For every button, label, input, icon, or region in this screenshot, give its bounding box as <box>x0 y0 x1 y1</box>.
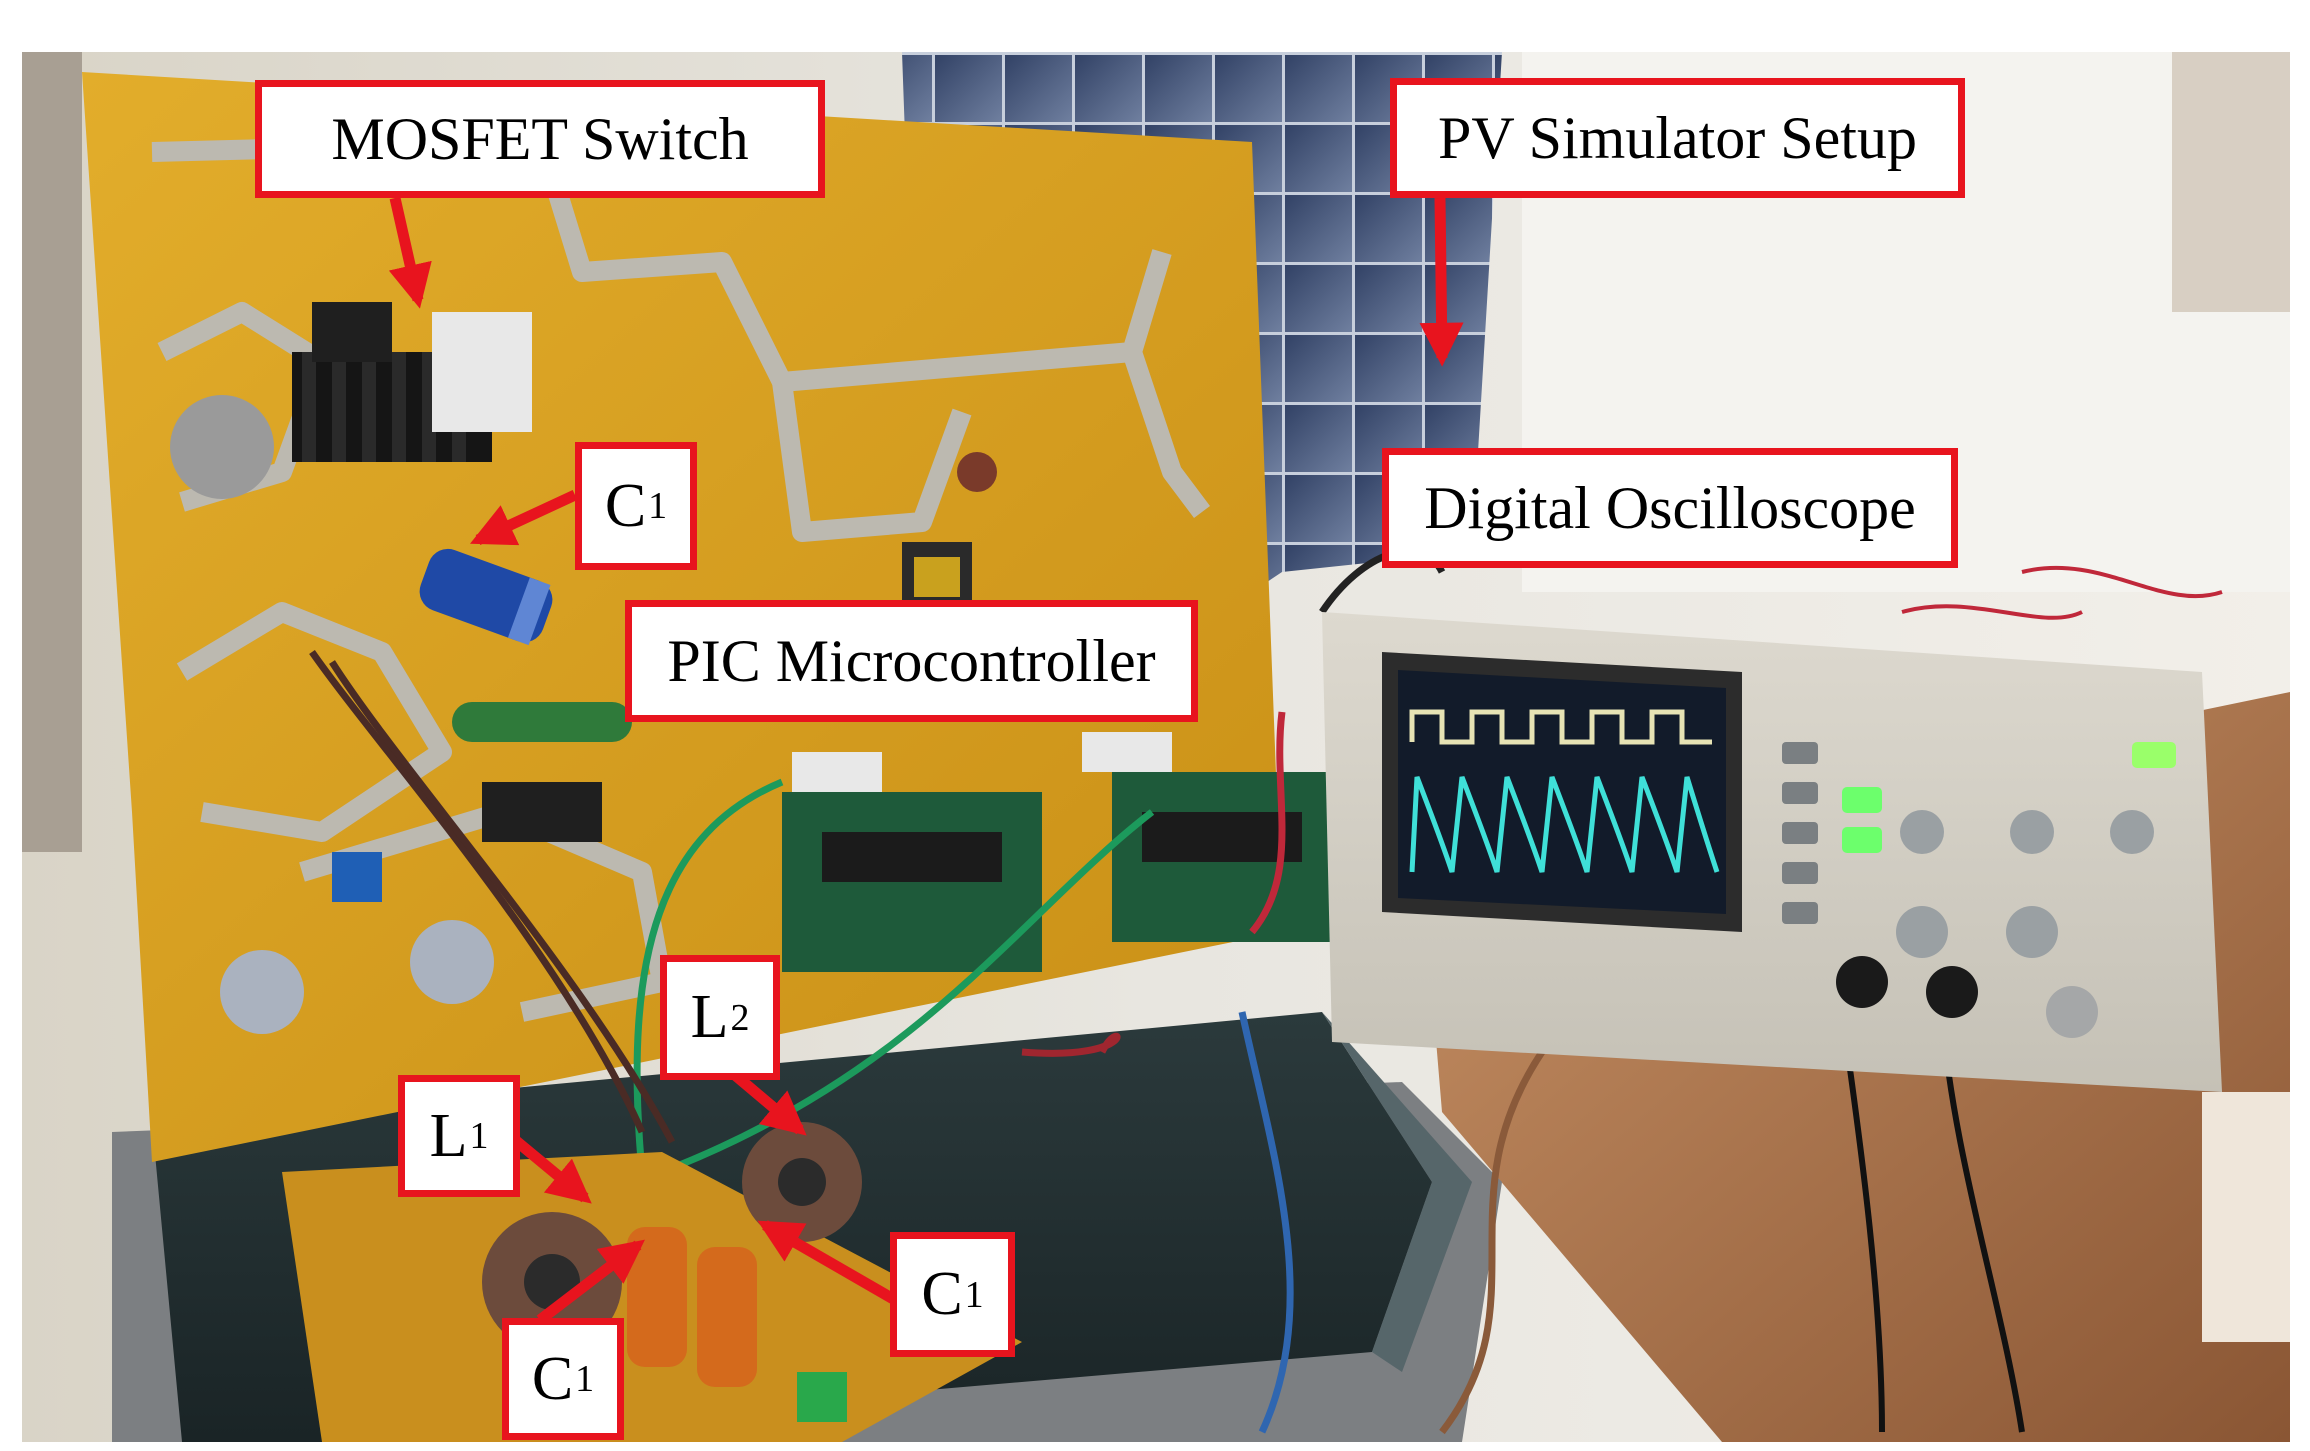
label-mosfet-switch: MOSFET Switch <box>255 80 825 198</box>
label-digital-oscilloscope: Digital Oscilloscope <box>1382 448 1958 568</box>
label-pv-simulator-setup: PV Simulator Setup <box>1390 78 1965 198</box>
hardware-photo <box>22 52 2290 1442</box>
label-pic-microcontroller: PIC Microcontroller <box>625 600 1198 722</box>
